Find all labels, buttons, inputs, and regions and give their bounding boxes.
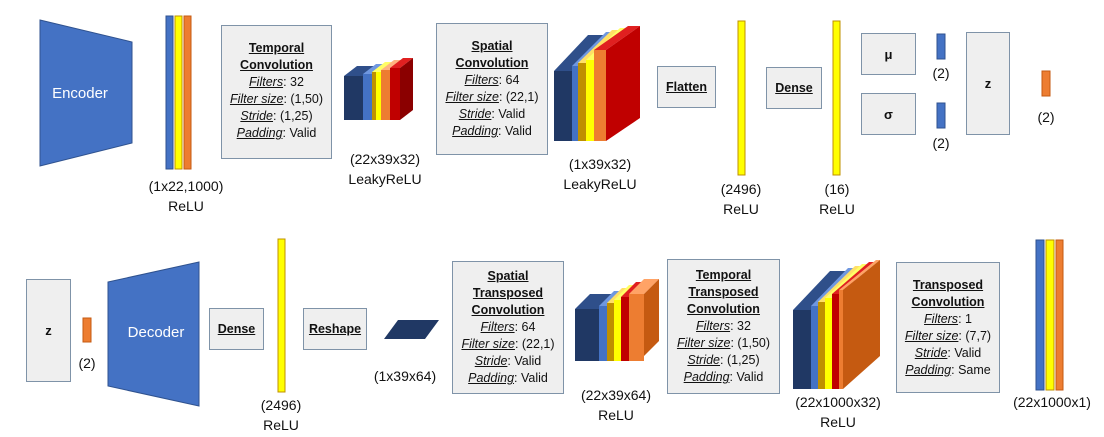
encoder-dense-box: Dense — [766, 67, 822, 109]
spatial-conv-title-2: Convolution — [455, 56, 529, 70]
encoder-z-label: z — [984, 76, 992, 91]
decoder-z-shape: (2) — [78, 355, 96, 371]
temporal-tconv-title-3: Convolution — [687, 302, 760, 316]
decoder-block — [107, 261, 200, 407]
encoder-out2-activation: LeakyReLU — [563, 176, 637, 192]
tconv-title-2: Convolution — [911, 295, 985, 309]
spatial-conv-padding: Padding: Valid — [452, 124, 532, 138]
decoder-dense-bar — [277, 238, 286, 393]
temporal-tconv-title-1: Temporal — [695, 268, 752, 282]
decoder-out1-activation: ReLU — [598, 407, 634, 423]
temporal-conv-title-2: Convolution — [240, 58, 313, 72]
temporal-conv-filter-size: Filter size: (1,50) — [229, 92, 324, 106]
encoder-z-box: z — [966, 32, 1010, 135]
decoder-dense-label: Dense — [217, 322, 256, 336]
decoder-out2-activation: ReLU — [820, 414, 856, 430]
spatial-tconv-filter-size: Filter size: (22,1) — [461, 337, 555, 351]
decoder-out1-shape: (22x39x64) — [580, 387, 652, 403]
temporal-tconv-title-2: Transposed — [688, 285, 759, 299]
decoder-output-shape: (22x1000x1) — [1013, 394, 1091, 410]
tconv-padding: Padding: Same — [905, 363, 991, 377]
encoder-feature-block-1 — [344, 58, 413, 120]
temporal-convolution-box: Temporal Convolution Filters: 32 Filter … — [221, 25, 332, 159]
encoder-feature-block-2 — [554, 26, 640, 141]
spatial-conv-filters: Filters: 64 — [464, 73, 520, 87]
encoder-out1-shape: (22x39x32) — [349, 151, 421, 167]
temporal-conv-padding: Padding: Valid — [236, 126, 317, 140]
decoder-feature-block-1 — [575, 279, 659, 361]
mu-box: μ — [861, 33, 916, 75]
encoder-input-shape: (1x22,1000) — [148, 178, 224, 194]
temporal-tconv-padding: Padding: Valid — [683, 370, 764, 384]
temporal-conv-title-1: Temporal — [248, 41, 305, 55]
spatial-tconv-title-3: Convolution — [471, 303, 545, 317]
decoder-z-bar — [82, 317, 92, 343]
tconv-title-1: Transposed — [912, 278, 984, 292]
decoder-feature-block-2 — [793, 260, 880, 389]
encoder-dense-shape: (16) — [824, 181, 850, 197]
spatial-conv-filter-size: Filter size: (22,1) — [445, 90, 539, 104]
spatial-conv-title-1: Spatial — [471, 39, 513, 53]
encoder-input-tensor — [165, 15, 192, 170]
reshape-sheet — [384, 320, 439, 339]
temporal-transposed-convolution-box: Temporal Transposed Convolution Filters:… — [667, 259, 780, 394]
sigma-box: σ — [861, 93, 916, 135]
decoder-output-tensor — [1035, 239, 1064, 391]
tconv-filters: Filters: 1 — [924, 312, 972, 326]
flatten-vector-bar — [737, 20, 746, 176]
tconv-filter-size: Filter size: (7,7) — [904, 329, 992, 343]
spatial-tconv-padding: Padding: Valid — [468, 371, 548, 385]
spatial-conv-stride: Stride: Valid — [458, 107, 526, 121]
transposed-convolution-box: Transposed Convolution Filters: 1 Filter… — [896, 262, 1000, 393]
decoder-out2-shape: (22x1000x32) — [795, 394, 881, 410]
spatial-transposed-convolution-box: Spatial Transposed Convolution Filters: … — [452, 261, 564, 394]
decoder-dense-activation: ReLU — [263, 417, 299, 433]
sigma-vector-bar — [936, 102, 946, 129]
spatial-tconv-title-1: Spatial — [487, 269, 529, 283]
temporal-conv-stride: Stride: (1,25) — [240, 109, 313, 123]
flatten-shape: (2496) — [720, 181, 762, 197]
temporal-tconv-filters: Filters: 32 — [696, 319, 751, 333]
temporal-tconv-stride: Stride: (1,25) — [687, 353, 760, 367]
latent-z-bar — [1041, 70, 1051, 97]
mu-label: μ — [884, 46, 893, 62]
tconv-stride: Stride: Valid — [914, 346, 982, 360]
reshape-shape: (1x39x64) — [373, 368, 437, 384]
temporal-conv-filters: Filters: 32 — [249, 75, 304, 89]
dense-vector-bar — [832, 20, 841, 176]
encoder-input-activation: ReLU — [168, 198, 204, 214]
temporal-tconv-filter-size: Filter size: (1,50) — [676, 336, 771, 350]
sigma-shape: (2) — [932, 135, 950, 151]
flatten-box: Flatten — [657, 66, 716, 108]
mu-vector-bar — [936, 33, 946, 60]
decoder-z-label: z — [45, 323, 52, 338]
encoder-dense-label: Dense — [775, 81, 813, 95]
spatial-tconv-stride: Stride: Valid — [474, 354, 542, 368]
reshape-box: Reshape — [303, 308, 367, 350]
spatial-tconv-title-2: Transposed — [472, 286, 544, 300]
sigma-label: σ — [884, 106, 893, 122]
encoder-label: Encoder — [52, 85, 108, 102]
spatial-tconv-filters: Filters: 64 — [480, 320, 536, 334]
decoder-dense-box: Dense — [209, 308, 264, 350]
encoder-dense-activation: ReLU — [819, 201, 855, 217]
mu-shape: (2) — [932, 65, 950, 81]
encoder-block — [39, 19, 133, 167]
spatial-convolution-box: Spatial Convolution Filters: 64 Filter s… — [436, 23, 548, 155]
encoder-out1-activation: LeakyReLU — [348, 171, 422, 187]
encoder-out2-shape: (1x39x32) — [568, 156, 632, 172]
decoder-z-box: z — [26, 279, 71, 382]
reshape-label: Reshape — [308, 322, 362, 336]
flatten-activation: ReLU — [723, 201, 759, 217]
decoder-label: Decoder — [128, 324, 185, 341]
latent-z-shape: (2) — [1037, 109, 1055, 125]
flatten-label: Flatten — [666, 80, 707, 94]
decoder-dense-shape: (2496) — [260, 397, 302, 413]
